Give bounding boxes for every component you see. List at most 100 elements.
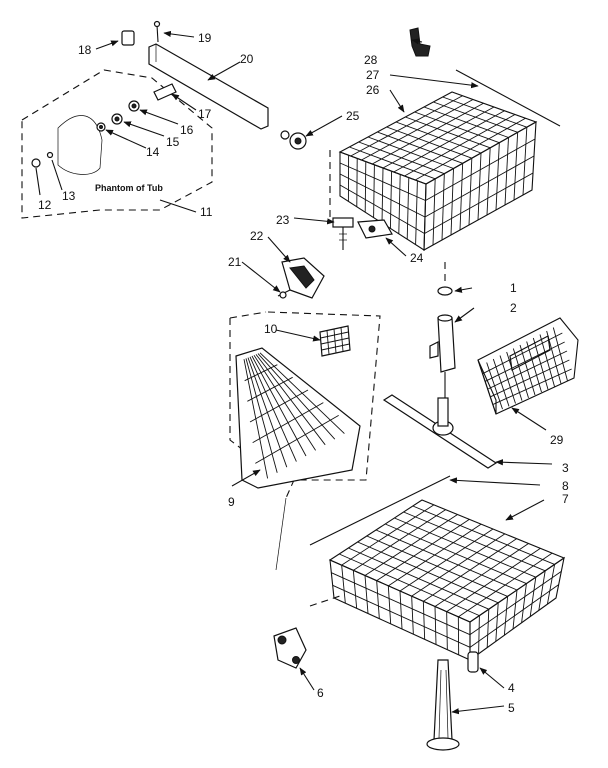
lower-rack [309, 499, 566, 662]
upper-rack-wire [404, 114, 516, 177]
lower-tine [324, 500, 326, 538]
lower-tine [352, 486, 354, 524]
upper-tine [505, 62, 511, 96]
panel-wire [249, 389, 309, 423]
callout-15: 15 [166, 135, 180, 149]
lower-rack-wire [446, 611, 448, 650]
lower-rack-wire [521, 583, 527, 623]
lower-rack-wire [529, 577, 537, 617]
lower-rack-wire [434, 606, 437, 645]
lower-rack-wire [364, 514, 458, 576]
basket-wire [482, 332, 563, 375]
bracket-22 [277, 257, 325, 299]
callout-14: 14 [146, 145, 160, 159]
lower-rack-wire [458, 552, 553, 618]
callout-3: 3 [562, 461, 569, 475]
upper-tine [513, 66, 519, 100]
callout-18: 18 [78, 43, 92, 57]
lower-tine [333, 495, 335, 533]
callout-10: 10 [264, 322, 278, 336]
upper-rack-wire [339, 173, 426, 218]
upper-tine [535, 78, 541, 112]
lower-rack-wire [376, 580, 380, 619]
lower-tine [439, 443, 441, 481]
phantom-of-tub-label: Phantom of Tub [95, 183, 163, 193]
upper-rack-wire [425, 138, 536, 201]
lower-rack-wire [399, 528, 494, 592]
valve-6 [273, 627, 307, 669]
lower-tine [372, 476, 374, 514]
upper-tine [475, 46, 481, 80]
upper-rack-wire [415, 117, 526, 181]
lower-rack-wire [352, 570, 358, 609]
lower-rack-wire [434, 543, 529, 607]
upper-tine [520, 70, 526, 104]
panel-wire [320, 331, 349, 339]
upper-tine [483, 50, 489, 84]
callout-2: 2 [510, 301, 517, 315]
upper-rack-wire [424, 172, 534, 234]
upper-tine [460, 38, 466, 72]
basket-29 [477, 317, 579, 415]
panel-wire [244, 364, 278, 382]
lower-rack-wire [341, 565, 346, 604]
panel-wire [252, 402, 324, 444]
basket-wire [493, 368, 572, 405]
lower-rack-wire [538, 570, 546, 611]
callout-27: 27 [366, 68, 380, 82]
lower-rack-wire [411, 533, 506, 597]
upper-rack-wire [372, 102, 484, 165]
lower-tine [391, 467, 393, 505]
callout-8: 8 [562, 479, 569, 493]
panel-wire [255, 414, 339, 464]
callout-23: 23 [276, 213, 290, 227]
callout-13: 13 [62, 189, 76, 203]
callout-24: 24 [410, 251, 424, 265]
callout-9: 9 [228, 495, 235, 509]
upper-rack-wire [339, 162, 426, 201]
upper-tines [455, 38, 564, 127]
callout-22: 22 [250, 229, 264, 243]
panel-wire [320, 337, 350, 345]
callout-labels: 1 2 3 4 5 6 7 8 9 10 11 12 13 14 15 16 1… [38, 31, 569, 715]
lower-rack-wire [364, 575, 369, 614]
lower-tine [410, 457, 412, 495]
lower-rack-wire [332, 584, 471, 648]
upper-tine [468, 42, 474, 76]
upper-tine [528, 74, 534, 108]
callout-1: 1 [510, 281, 517, 295]
lower-rack-wire [469, 570, 562, 636]
upper-rack-wire [339, 184, 425, 234]
lower-rack-wire [376, 518, 470, 582]
lower-tine [429, 447, 431, 485]
upper-tine [490, 54, 496, 88]
lower-tine [420, 452, 422, 490]
tub-phantom-group: Phantom of Tub [21, 69, 213, 219]
hardware-parts [31, 83, 177, 168]
callout-21: 21 [228, 255, 242, 269]
callout-7: 7 [562, 492, 569, 506]
upper-rack-wire [393, 110, 505, 173]
lower-tine [314, 505, 316, 543]
upper-tine [558, 90, 564, 124]
lower-rack-wire [331, 572, 471, 636]
callout-12: 12 [38, 198, 52, 212]
callout-29: 29 [550, 433, 564, 447]
callout-25: 25 [346, 109, 360, 123]
lower-rack-wire [512, 589, 518, 630]
post-parts [426, 651, 479, 751]
lower-rack-wire [486, 609, 490, 648]
callout-4: 4 [508, 681, 515, 695]
lower-rack-wire [446, 547, 541, 613]
lower-rack-wire [388, 523, 482, 587]
lower-tine [362, 481, 364, 519]
leader-lines [35, 30, 553, 715]
callout-6: 6 [317, 686, 324, 700]
upper-rack [338, 91, 538, 251]
lower-rack-wire [341, 504, 435, 566]
callout-17: 17 [198, 107, 212, 121]
callout-5: 5 [508, 701, 515, 715]
basket-wire [485, 341, 565, 382]
lower-rack-wire [422, 601, 426, 640]
